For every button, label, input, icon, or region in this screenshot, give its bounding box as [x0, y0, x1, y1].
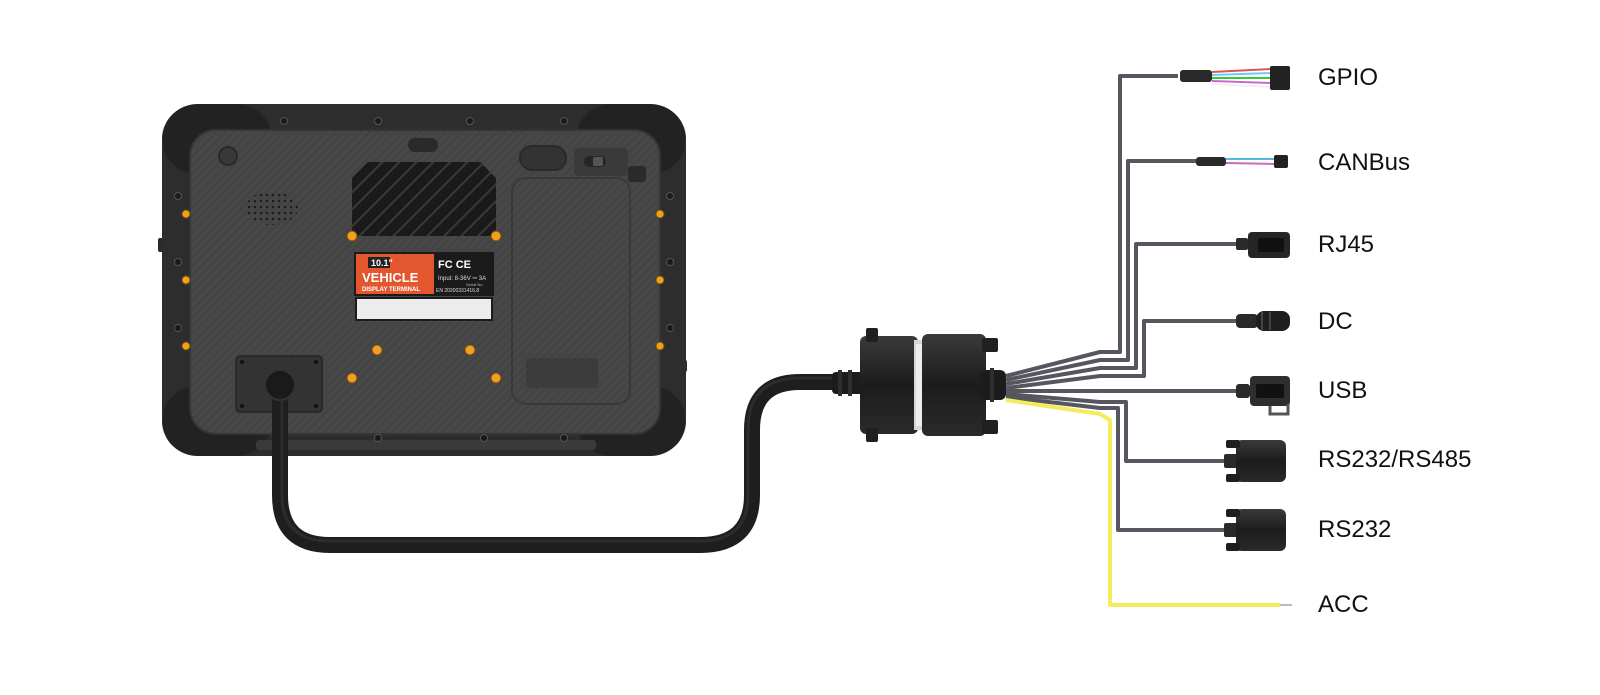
db-connector-pair: [832, 328, 1006, 442]
gpio-terminal-connector: [1180, 66, 1290, 90]
camera-icon: [218, 146, 238, 166]
wire-canbus: [1005, 159, 1196, 382]
db9-serial-connector: [1224, 440, 1286, 482]
mounting-screws: [181, 209, 665, 384]
wire-dc: [1005, 319, 1236, 390]
port-label-rs232: RS232: [1318, 516, 1392, 543]
usb-female-connector: [1236, 376, 1290, 416]
cable-boot: [264, 369, 296, 401]
port-label-rs232-rs485: RS232/RS485: [1318, 446, 1472, 473]
breakout-wires: [1005, 74, 1280, 607]
db9-serial-connector: [1224, 509, 1286, 551]
label-serial-text: EN 20200331416.8: [436, 288, 479, 294]
label-name-text: VEHICLE: [362, 270, 419, 285]
label-input-text: Input: 8-36V ⎓ 3A: [438, 276, 486, 282]
dc-barrel-connector: [1236, 311, 1290, 331]
main-cable: [264, 369, 844, 553]
wire-rj45: [1005, 242, 1236, 386]
port-label-canbus: CANBus: [1318, 149, 1411, 176]
port-label-usb: USB: [1318, 377, 1368, 404]
label-subtitle-text: DISPLAY TERMINAL: [362, 287, 420, 293]
wire-rs232: [1005, 395, 1224, 532]
speaker-grille: [246, 191, 298, 225]
label-blank-strip: [355, 297, 493, 321]
stylus-slot: [408, 138, 438, 152]
tablet-bottom-rim: [256, 440, 596, 450]
wire-gpio: [1005, 74, 1178, 378]
product-label: 10.1" VEHICLE DISPLAY TERMINAL FC CE Inp…: [354, 252, 494, 321]
wire-rs232-rs485: [1005, 392, 1224, 463]
port-label-gpio: GPIO: [1318, 64, 1379, 91]
battery-cover: [511, 177, 631, 405]
battery-label-area: [526, 358, 598, 388]
port-label-dc: DC: [1318, 308, 1353, 335]
port-label-acc: ACC: [1318, 591, 1369, 618]
label-serial-caption-text: Serial No.: [466, 282, 484, 287]
rear-camera-icon: [519, 145, 567, 171]
port-cover: [628, 166, 646, 182]
label-size-text: 10.1": [371, 258, 393, 268]
vehicle-tablet: 10.1" VEHICLE DISPLAY TERMINAL FC CE Inp…: [158, 104, 687, 456]
port-label-rj45: RJ45: [1318, 231, 1375, 258]
wire-acc: [1005, 398, 1280, 607]
label-certs-text: FC CE: [438, 259, 471, 271]
rj45-female-connector: [1236, 232, 1290, 258]
cooling-vent: [352, 162, 496, 236]
canbus-pin-connector: [1196, 155, 1288, 168]
switch-knob: [593, 157, 603, 166]
